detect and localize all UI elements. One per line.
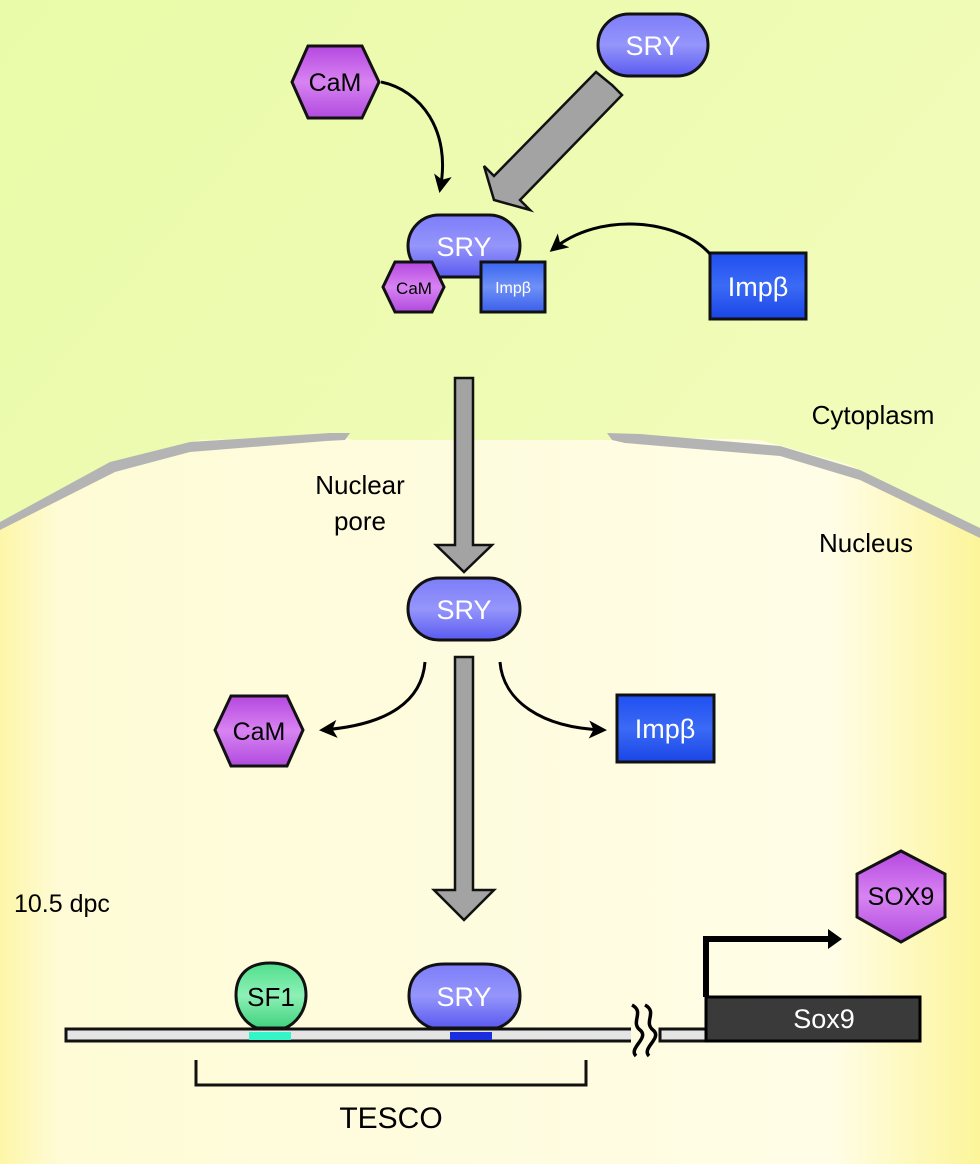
sry-import-complex: SRY CaM Impβ	[381, 213, 547, 314]
sry-to-complex-arrow	[482, 70, 624, 213]
stage-label: 10.5 dpc	[14, 890, 110, 918]
dna-break-mark-2	[643, 1003, 658, 1058]
cam-released-protein: CaM	[213, 694, 305, 768]
sry-binding-site	[450, 1032, 492, 1040]
sox9-gene: Sox9	[704, 995, 922, 1043]
tesco-label: TESCO	[339, 1102, 442, 1135]
sry-free-label: SRY	[625, 31, 680, 61]
sry-to-dna-arrow	[430, 655, 498, 922]
cam-released-label: CaM	[233, 718, 286, 746]
sox9-protein: SOX9	[855, 849, 947, 944]
cam-binding-arrow	[380, 80, 452, 193]
dna-strand-upstream	[64, 1027, 642, 1043]
nuclear-pore-label-line2: pore	[334, 506, 386, 536]
sry-bound-label: SRY	[436, 982, 491, 1012]
tesco-bracket	[194, 1060, 588, 1087]
sry-free-protein: SRY	[596, 12, 710, 78]
cam-release-arrow	[319, 661, 427, 738]
sf1-binding-site	[249, 1032, 291, 1040]
impb-released-protein: Impβ	[615, 693, 716, 764]
cytoplasm-label: Cytoplasm	[812, 400, 935, 430]
transcription-start-arrow	[703, 936, 832, 997]
complex-cam-label: CaM	[396, 279, 432, 298]
nuclear-membrane-right	[607, 433, 980, 538]
nuclear-membrane-left	[0, 433, 350, 530]
nuclear-pore-label-line1: Nuclear	[315, 470, 405, 500]
sry-bound-protein: SRY	[407, 962, 522, 1030]
cam-free-protein: CaM	[290, 44, 381, 120]
dna-break-mark-1	[630, 1003, 645, 1058]
sox9-gene-label: Sox9	[793, 1004, 855, 1034]
complex-sry-label: SRY	[436, 232, 491, 262]
impb-binding-arrow	[549, 222, 712, 255]
cam-free-label: CaM	[309, 69, 362, 97]
sry-nuclear-label: SRY	[436, 595, 491, 625]
impb-free-protein: Impβ	[708, 251, 808, 321]
transcription-arrowhead	[828, 929, 842, 949]
dna-strand-gene	[658, 1027, 710, 1043]
nucleus-label: Nucleus	[819, 528, 913, 558]
complex-impb-label: Impβ	[495, 280, 531, 297]
sf1-protein: SF1	[234, 961, 308, 1030]
impb-release-arrow	[498, 661, 607, 739]
sox9-protein-label: SOX9	[868, 883, 935, 911]
sry-nuclear-protein: SRY	[406, 576, 522, 642]
impb-free-label: Impβ	[728, 272, 789, 302]
sf1-label: SF1	[247, 982, 295, 1012]
impb-released-label: Impβ	[635, 714, 696, 744]
nuclear-import-arrow	[432, 376, 496, 574]
